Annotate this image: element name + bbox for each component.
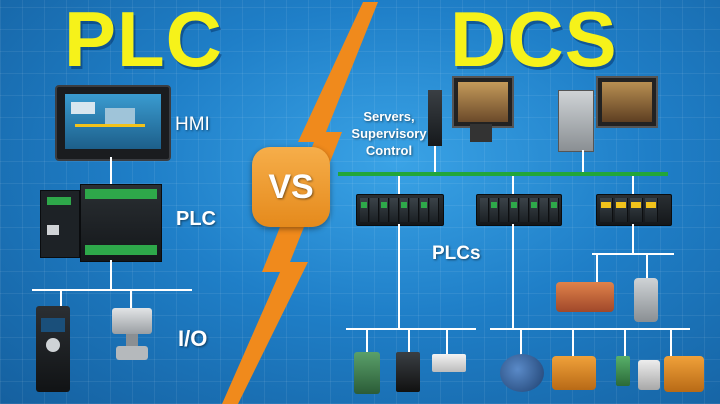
workstation-monitor-icon xyxy=(596,76,658,128)
monitor-stand xyxy=(470,124,492,142)
valve-actuator-icon xyxy=(556,282,614,312)
field-drop xyxy=(646,253,648,281)
io-rack-icon xyxy=(596,194,672,226)
hmi-panel-icon xyxy=(55,85,171,161)
title-plc: PLC xyxy=(64,0,223,83)
field-drop xyxy=(572,328,574,356)
title-dcs: DCS xyxy=(450,0,618,83)
rack-drop-line xyxy=(512,176,514,194)
sensor-icon xyxy=(432,354,466,372)
valve-actuator-icon xyxy=(552,356,596,390)
hmi-link-line xyxy=(110,157,112,187)
rack-drop-line xyxy=(398,176,400,194)
sensor-icon xyxy=(634,278,658,322)
io-rack-icon xyxy=(476,194,562,226)
rack-drop-line xyxy=(632,176,634,194)
network-bus xyxy=(338,172,668,176)
valve-actuator-icon xyxy=(354,352,380,394)
servers-line-1: Servers, xyxy=(363,109,415,124)
vfd-drive-icon xyxy=(36,306,70,392)
vs-badge: VS xyxy=(252,147,330,227)
field-bus-1 xyxy=(346,328,476,330)
io-rack-icon xyxy=(356,194,444,226)
sensor-icon xyxy=(616,356,630,386)
field-bus-3 xyxy=(592,253,674,255)
plc-rack-icon xyxy=(40,184,162,262)
field-bus-2 xyxy=(490,328,690,330)
motor-icon xyxy=(500,354,544,392)
field-drop xyxy=(596,253,598,283)
rack-down-line xyxy=(512,224,514,330)
field-drop xyxy=(408,328,410,354)
label-servers: Servers, Supervisory Control xyxy=(346,108,432,159)
label-plcs: PLCs xyxy=(432,243,481,264)
field-drop xyxy=(520,328,522,356)
servers-line-2: Supervisory xyxy=(351,126,427,141)
io-drop-line-2 xyxy=(130,289,132,309)
field-drop xyxy=(366,328,368,354)
field-drop xyxy=(670,328,672,356)
server-tower-icon xyxy=(428,90,442,146)
label-io: I/O xyxy=(178,326,208,351)
plc-link-line xyxy=(110,260,112,290)
workstation-monitor-icon xyxy=(452,76,514,128)
field-drop xyxy=(624,328,626,356)
rack-down-line xyxy=(398,224,400,330)
server-tower-icon xyxy=(558,90,594,152)
server-drop-line xyxy=(434,146,436,174)
io-drop-line-1 xyxy=(60,289,62,309)
servers-line-3: Control xyxy=(365,143,413,158)
label-hmi: HMI xyxy=(175,114,210,135)
sensor-icon xyxy=(396,352,420,392)
server-drop-line xyxy=(582,150,584,174)
valve-actuator-icon xyxy=(108,306,156,364)
field-drop xyxy=(446,328,448,354)
rack-down-line xyxy=(632,224,634,254)
vs-text: VS xyxy=(268,167,314,206)
valve-actuator-icon xyxy=(664,356,704,392)
io-bus-line xyxy=(32,289,192,291)
sensor-icon xyxy=(638,360,660,390)
label-plc: PLC xyxy=(176,208,216,230)
